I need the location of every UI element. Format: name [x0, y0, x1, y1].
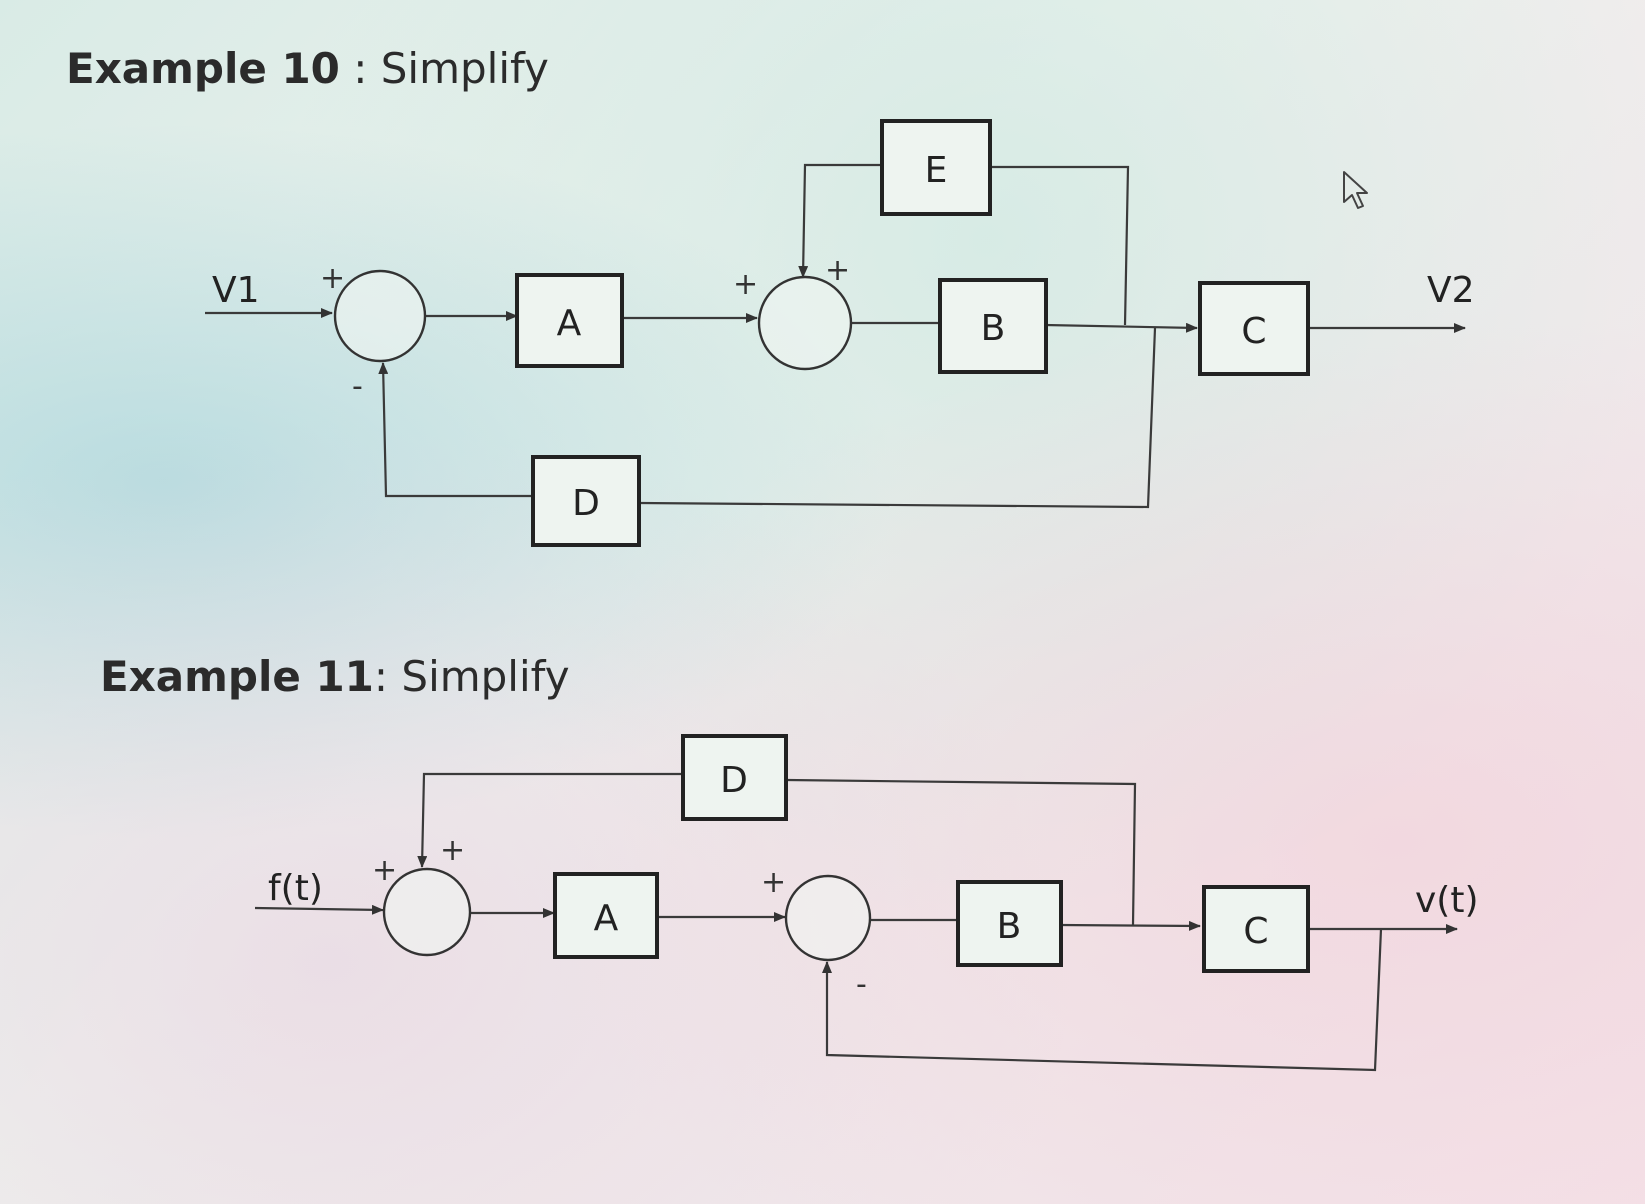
example-10-title: Example 10 : Simplify	[66, 44, 549, 93]
ex10-sum2-left-sign: +	[733, 267, 758, 302]
ex11-block-a-label: A	[594, 898, 619, 939]
ex10-block-a-label: A	[557, 303, 582, 344]
ex10-block-e	[880, 119, 992, 216]
ex11-block-c-label: C	[1243, 911, 1268, 952]
ex10-block-d	[531, 455, 641, 547]
example-11-title-bold: Example 11	[100, 652, 374, 701]
example-11-title-rest: : Simplify	[373, 652, 570, 701]
ex11-wire-ft-to-sum1	[254, 904, 384, 915]
ex11-summing-junction-2	[784, 874, 872, 962]
ex11-summing-junction-1	[382, 867, 472, 957]
example-11-title: Example 11: Simplify	[100, 652, 570, 701]
ex11-block-d-label: D	[720, 760, 748, 801]
ex10-block-c	[1198, 281, 1310, 376]
ex11-input-label: f(t)	[268, 868, 323, 909]
ex11-wire-b-to-c	[1059, 920, 1201, 931]
ex10-wire-b-to-c	[1044, 322, 1198, 333]
ex11-sum1-left-sign: +	[372, 853, 397, 888]
ex11-block-d	[681, 734, 788, 821]
mouse-pointer-icon	[1343, 171, 1368, 209]
ex10-block-d-label: D	[572, 483, 600, 524]
ex10-wire-d-to-sum1	[378, 362, 533, 498]
ex11-block-b	[956, 880, 1063, 967]
ex10-sum2-top-sign: +	[825, 253, 850, 288]
ex10-block-a	[515, 273, 624, 368]
example-11-diagram: A B C D f(t) v(t) + + + -	[254, 734, 1479, 1072]
ex10-input-label: V1	[212, 270, 260, 311]
ex11-wire-d-to-sum1	[417, 772, 682, 868]
example-10-title-bold: Example 10	[66, 44, 340, 93]
ex10-wire-feedforward-to-e	[990, 165, 1130, 326]
ex11-output-label: v(t)	[1415, 880, 1479, 921]
ex11-block-b-label: B	[997, 906, 1022, 947]
ex11-block-a	[553, 872, 659, 959]
ex10-wire-feedback-to-d	[639, 327, 1157, 509]
ex10-wire-e-to-sum2	[798, 163, 882, 278]
ex11-wire-feedback-to-sum2	[822, 928, 1383, 1072]
example-10-title-rest: : Simplify	[339, 44, 549, 93]
ex11-sum2-bottom-sign: -	[856, 967, 867, 1002]
ex10-block-b	[938, 278, 1048, 374]
ex11-sum2-left-sign: +	[761, 865, 786, 900]
ex10-block-e-label: E	[925, 150, 948, 191]
ex10-block-c-label: C	[1241, 311, 1266, 352]
ex11-block-c	[1202, 885, 1310, 973]
ex11-sum1-top-sign: +	[440, 833, 465, 868]
ex10-output-label: V2	[1427, 270, 1475, 311]
ex10-sum1-bottom-sign: -	[352, 369, 363, 404]
ex10-block-b-label: B	[981, 308, 1006, 349]
ex10-summing-junction-1	[333, 269, 427, 363]
ex10-sum1-top-sign: +	[320, 261, 345, 296]
ex10-summing-junction-2	[757, 275, 853, 371]
example-10-diagram: A B C D E V1 V2 + - + +	[205, 119, 1475, 547]
ex11-wire-feedforward-to-d	[786, 778, 1137, 926]
